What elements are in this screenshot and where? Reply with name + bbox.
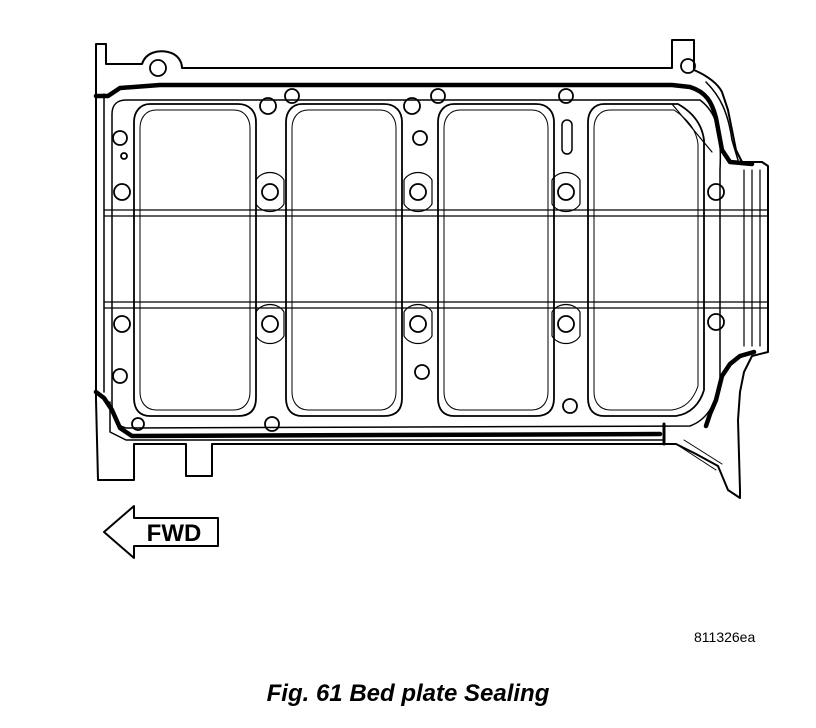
bore-opening-3: [437, 103, 555, 417]
bore-inner-2: [291, 109, 397, 411]
figure-caption: Fig. 61 Bed plate Sealing: [266, 680, 550, 707]
bolt-holes-upper: [113, 183, 725, 201]
sealant-bead-bottom: [93, 389, 663, 439]
sealant-bead-top: [93, 82, 755, 167]
sealant-bead-right: [703, 349, 757, 429]
bore-inner-1: [139, 109, 251, 411]
figure-reference-code: 811326ea: [694, 629, 756, 645]
oil-slot: [561, 119, 573, 155]
bore-opening-2: [285, 103, 403, 417]
bore-inner-4: [593, 109, 699, 411]
bolt-holes-top: [112, 58, 696, 160]
bearing-cap-bands: [103, 209, 769, 309]
chamfer-line: [671, 103, 713, 153]
bolt-holes-lower: [113, 313, 725, 333]
forward-arrow: [103, 505, 219, 559]
casting-hatch: [675, 439, 723, 471]
right-flange-rails: [743, 169, 761, 347]
bore-inner-3: [443, 109, 549, 411]
bolt-holes-bottom: [112, 364, 578, 432]
forward-label: FWD: [147, 520, 202, 547]
flange-inner-line: [103, 81, 739, 441]
bed-plate-outline: [95, 39, 769, 499]
seal-channel-outer: [111, 99, 722, 429]
bore-opening-4: [587, 103, 705, 417]
bore-opening-1: [133, 103, 257, 417]
web-bosses: [255, 171, 581, 345]
